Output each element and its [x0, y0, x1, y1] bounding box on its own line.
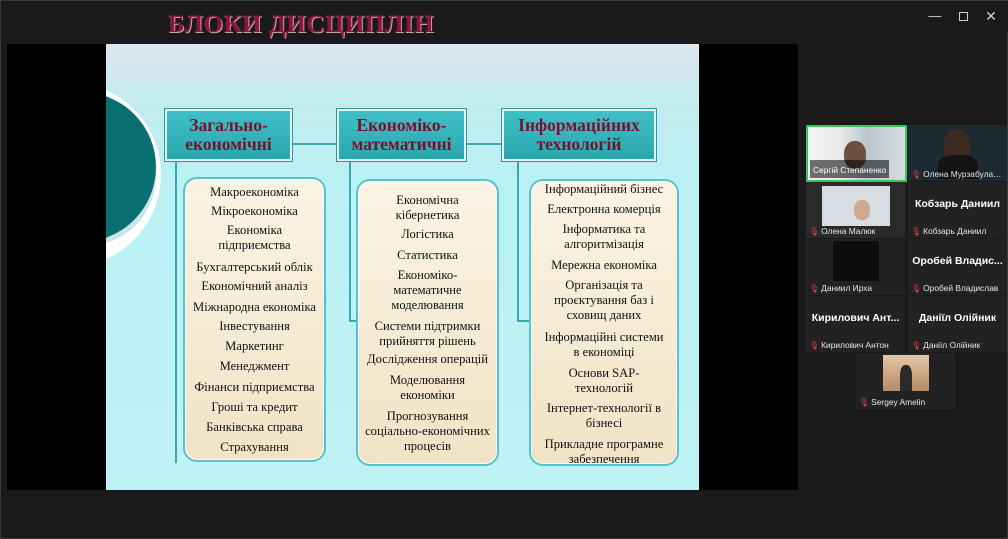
- participant-video: [854, 200, 870, 220]
- mic-muted-icon: 🎙: [859, 398, 870, 407]
- category-it: Інформаційних технологій: [502, 109, 656, 161]
- mic-muted-icon: 🎙: [911, 170, 922, 179]
- list-item: Менеджмент: [219, 359, 290, 373]
- participant-name: 🎙Кирилович Антон: [809, 340, 889, 350]
- participant-display-name: Оробей Владис...: [912, 255, 1003, 267]
- connector-line: [349, 320, 357, 322]
- mic-muted-icon: 🎙: [809, 341, 820, 350]
- maximize-icon: [958, 12, 968, 21]
- participant-video: [833, 241, 879, 281]
- list-item: Організація та проєктування баз і сховищ…: [554, 278, 654, 322]
- slide-top-band: [106, 44, 699, 84]
- close-button[interactable]: ✕: [985, 8, 997, 24]
- list-item: Логістика: [401, 227, 454, 241]
- mic-muted-icon: 🎙: [911, 227, 922, 236]
- list-item: Інформаційний бізнес: [544, 182, 664, 196]
- category-general-economic: Загально-економічні: [165, 109, 292, 161]
- category-economic-math: Економіко-математичні: [337, 109, 466, 161]
- maximize-button[interactable]: [951, 6, 975, 26]
- list-item: Моделювання економіки: [389, 373, 466, 402]
- list-item: Страхування: [220, 440, 289, 454]
- mic-muted-icon: 🎙: [809, 284, 820, 293]
- participant-tile[interactable]: Даніїл Олійник 🎙Даніїл Олійник: [908, 296, 1007, 352]
- connector-line: [517, 161, 519, 321]
- participant-tile[interactable]: 🎙Даниил Ирха: [806, 239, 905, 295]
- participant-name-bar: Сергій Степаненко: [810, 160, 890, 178]
- list-item: Економіко-математичне моделювання: [391, 268, 464, 312]
- connector-line: [517, 320, 530, 322]
- mic-muted-icon: 🎙: [911, 284, 922, 293]
- participant-tile[interactable]: 🎙Sergey Amelin: [856, 353, 955, 409]
- list-item: Міжнародна економіка: [193, 300, 316, 314]
- connector-line: [175, 161, 177, 463]
- list-item: Мережна економіка: [551, 258, 657, 272]
- list-item: Економічна кібернетика: [395, 193, 460, 222]
- list-item: Маркетинг: [225, 339, 284, 353]
- list-item: Макроекономіка: [210, 185, 299, 199]
- participant-display-name: Кобзарь Даниил: [914, 198, 1001, 210]
- list-item: Інвестування: [219, 319, 290, 333]
- discipline-list-economic-math: Економічна кібернетика Логістика Статист…: [356, 179, 499, 466]
- list-item: Системи підтримки прийняття рішень: [374, 319, 481, 348]
- list-item: Економічний аналіз: [201, 279, 308, 293]
- participant-tile[interactable]: Кобзарь Даниил 🎙Кобзарь Даниил: [908, 182, 1007, 238]
- list-item: Статистика: [397, 248, 458, 262]
- list-item: Банківська справа: [206, 420, 303, 434]
- list-item: Прикладне програмне забезпечення: [544, 437, 664, 466]
- participant-name: 🎙Оробей Владислав: [911, 283, 999, 293]
- list-item: Основи SAP-технологій: [568, 366, 640, 395]
- connector-line: [466, 143, 502, 145]
- participant-name: 🎙Кобзарь Даниил: [911, 226, 987, 236]
- list-item: Електронна комерція: [547, 202, 661, 216]
- discipline-list-general: Макроекономіка Мікроекономіка Економіка …: [183, 177, 326, 462]
- participant-name: 🎙Даниил Ирха: [809, 283, 873, 293]
- mic-muted-icon: 🎙: [809, 227, 820, 236]
- discipline-list-it: Інформаційний бізнес Електронна комерція…: [529, 179, 679, 466]
- participant-video: [938, 155, 978, 179]
- participant-name: 🎙Sergey Amelin: [859, 397, 926, 407]
- participant-tile[interactable]: 🎙Олена Малюк: [806, 182, 905, 238]
- participant-tile[interactable]: Оробей Владис... 🎙Оробей Владислав: [908, 239, 1007, 295]
- participant-name: 🎙Олена Мурзабулатова: [911, 169, 1004, 179]
- list-item: Прогнозування соціально-економічних проц…: [365, 409, 490, 453]
- slide-title: БЛОКИ ДИСЦИПЛІН: [167, 11, 435, 38]
- list-item: Мікроекономіка: [211, 204, 298, 218]
- connector-line: [349, 161, 351, 321]
- list-item: Інформатика та алгоритмізація: [562, 222, 646, 251]
- list-item: Гроші та кредит: [211, 400, 298, 414]
- participant-display-name: Кирилович Ант...: [811, 312, 900, 324]
- participant-tile[interactable]: Сергій Степаненко: [806, 125, 907, 182]
- participant-tile[interactable]: Кирилович Ант... 🎙Кирилович Антон: [806, 296, 905, 352]
- list-item: Економіка підприємства: [218, 223, 291, 252]
- list-item: Бухгалтерський облік: [196, 260, 313, 274]
- list-item: Інтернет-технології в бізнесі: [546, 401, 662, 430]
- list-item: Інформаційні системи в економіці: [544, 330, 664, 359]
- participant-tile[interactable]: 🎙Олена Мурзабулатова: [908, 125, 1007, 181]
- minimize-button[interactable]: —: [928, 8, 942, 23]
- list-item: Дослідження операцій: [366, 352, 489, 366]
- mic-muted-icon: 🎙: [911, 341, 922, 350]
- participant-display-name: Даніїл Олійник: [918, 312, 997, 324]
- connector-line: [292, 143, 337, 145]
- participant-name: 🎙Олена Малюк: [809, 226, 876, 236]
- list-item: Фінанси підприємства: [194, 380, 315, 394]
- participant-video: [900, 365, 912, 391]
- title-bar: — ✕: [1, 1, 1008, 31]
- participant-name: 🎙Даніїл Олійник: [911, 340, 981, 350]
